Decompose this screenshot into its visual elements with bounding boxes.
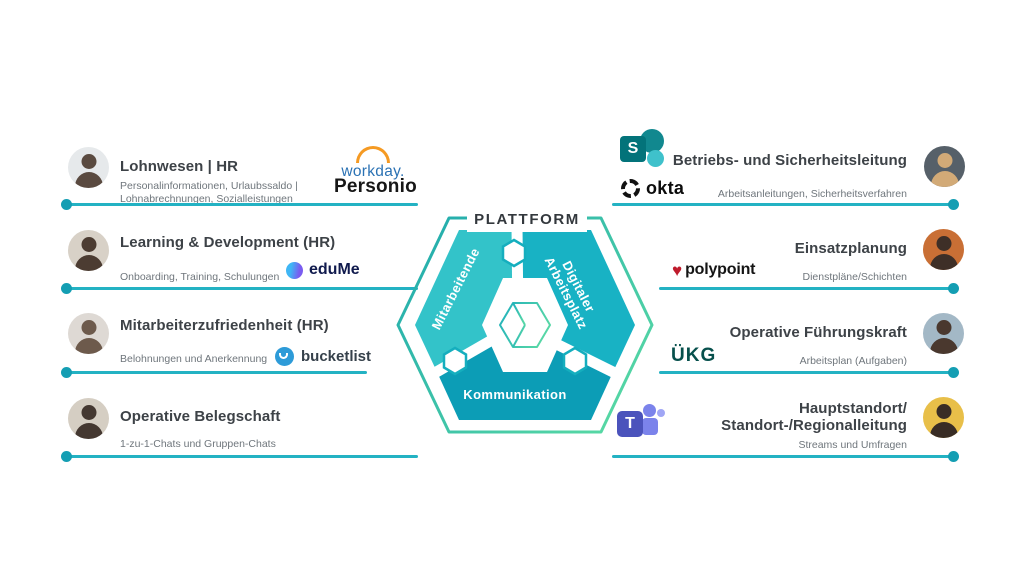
item-subtitle: Personalinformationen, Urlaubssaldo | Lo… xyxy=(120,180,298,205)
bucketlist-wordmark: bucketlist xyxy=(301,348,372,365)
item-title: Operative Belegschaft xyxy=(120,408,281,425)
connector-line xyxy=(659,366,959,378)
avatar xyxy=(924,146,965,187)
edume-icon xyxy=(286,261,303,279)
connector-line xyxy=(61,366,367,378)
connector-line xyxy=(612,198,959,210)
item-title: Learning & Development (HR) xyxy=(120,234,336,251)
item-title: Mitarbeiterzufriedenheit (HR) xyxy=(120,317,329,334)
outer-hexagon-outline xyxy=(396,216,654,434)
edume-wordmark: eduMe xyxy=(309,261,360,278)
endpoint-dot-icon xyxy=(61,450,72,462)
sharepoint-circle-icon xyxy=(647,150,664,167)
item-subtitle: Arbeitsanleitungen, Sicherheitsverfahren xyxy=(717,188,907,200)
segment-label-kommunikation: Kommunikation xyxy=(463,387,566,402)
item-subtitle: Arbeitsplan (Aufgaben) xyxy=(799,355,907,367)
sharepoint-logo: S xyxy=(620,129,672,177)
item-title: Operative Führungskraft xyxy=(729,324,907,341)
avatar xyxy=(68,398,109,439)
ukg-logo: ÜKG xyxy=(671,345,717,366)
teams-person-head-icon xyxy=(643,404,656,417)
teams-person-body-icon xyxy=(642,418,658,435)
okta-wordmark: okta xyxy=(646,178,685,198)
connector-line xyxy=(61,282,418,294)
item-subtitle: Onboarding, Training, Schulungen xyxy=(120,271,280,283)
item-title: Betriebs- und Sicherheitsleitung xyxy=(672,152,907,169)
connector-line xyxy=(612,450,959,462)
item-subtitle: Belohnungen und Anerkennung xyxy=(120,353,268,365)
okta-sunburst-icon xyxy=(621,179,640,198)
platform-hexagon-graphic: PLATTFORM Mitarbeitende DigitalerArbeits… xyxy=(396,204,654,434)
item-subtitle: Streams und Umfragen xyxy=(798,439,907,451)
polypoint-wordmark: polypoint xyxy=(685,261,756,278)
connector-line xyxy=(61,450,418,462)
endpoint-dot-icon xyxy=(948,282,959,294)
platform-hexagon: PLATTFORM Mitarbeitende DigitalerArbeits… xyxy=(380,190,670,460)
avatar xyxy=(923,313,964,354)
workday-logo: workday. xyxy=(336,146,410,181)
avatar xyxy=(68,230,109,271)
polypoint-logo: ♥ polypoint xyxy=(672,261,755,279)
platform-title-mask xyxy=(467,204,587,232)
flip-hexagon-logo-icon xyxy=(499,302,551,348)
workday-arc-icon xyxy=(356,146,390,163)
ms-teams-logo: T xyxy=(617,403,665,447)
okta-logo: okta xyxy=(621,178,684,199)
avatar xyxy=(923,397,964,438)
item-subtitle: 1-zu-1-Chats und Gruppen-Chats xyxy=(120,438,276,450)
endpoint-dot-icon xyxy=(948,198,959,210)
polypoint-heart-icon: ♥ xyxy=(672,260,683,280)
platform-title: PLATTFORM xyxy=(474,211,580,228)
item-title: Hauptstandort/ Standort-/Regionalleitung xyxy=(721,400,907,434)
endpoint-dot-icon xyxy=(948,366,959,378)
edume-logo: eduMe xyxy=(286,261,360,279)
teams-dot-icon xyxy=(657,409,665,417)
workday-wordmark: workday. xyxy=(341,163,405,180)
personio-logo: Personio xyxy=(334,176,417,197)
bucketlist-smile-icon xyxy=(275,347,294,366)
item-subtitle: Dienstpläne/Schichten xyxy=(802,271,907,283)
item-title: Lohnwesen | HR xyxy=(120,158,239,175)
node-hexagon-icons xyxy=(442,238,588,376)
endpoint-dot-icon xyxy=(948,450,959,462)
endpoint-dot-icon xyxy=(61,282,72,294)
avatar xyxy=(68,147,109,188)
avatar xyxy=(923,229,964,270)
endpoint-dot-icon xyxy=(61,198,72,210)
item-title: Einsatzplanung xyxy=(794,240,907,257)
bucketlist-logo: bucketlist xyxy=(275,347,371,366)
connector-line xyxy=(61,198,418,210)
endpoint-dot-icon xyxy=(61,366,72,378)
connector-line xyxy=(659,282,959,294)
sharepoint-s-icon: S xyxy=(620,136,646,162)
avatar xyxy=(68,313,109,354)
teams-t-icon: T xyxy=(617,411,643,437)
